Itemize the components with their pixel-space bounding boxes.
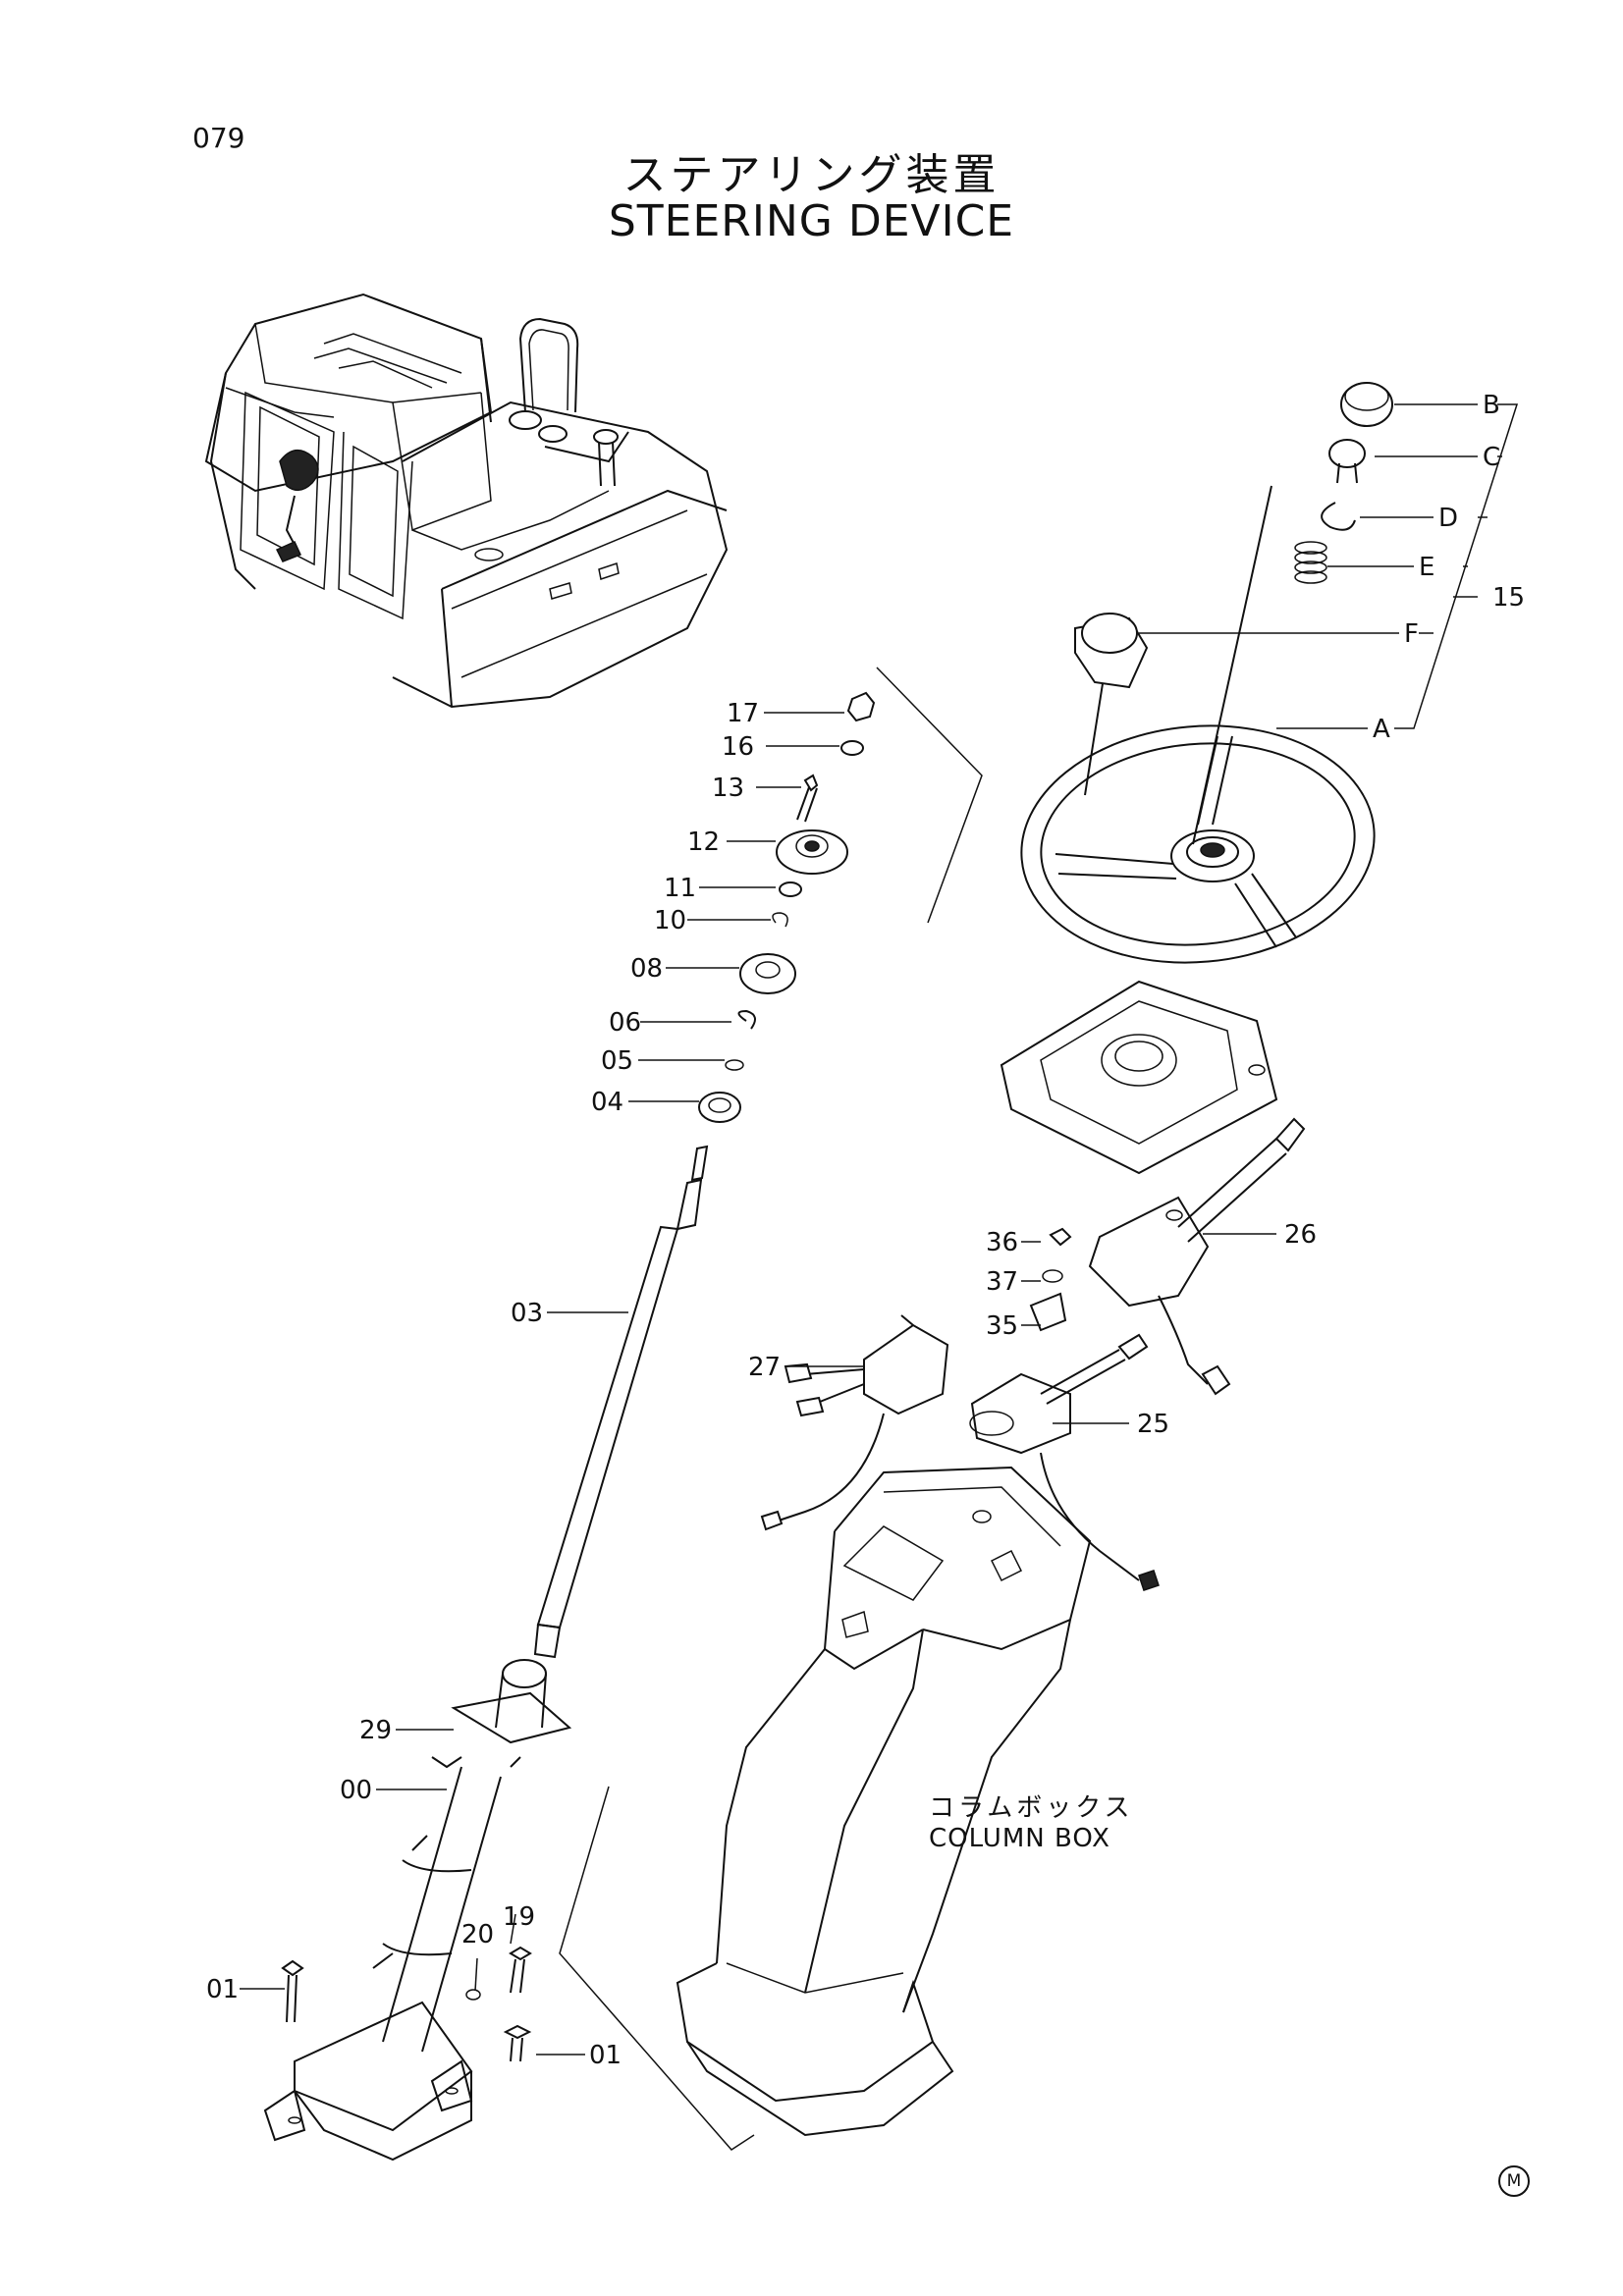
column-box-label: COLUMN BOX: [929, 1824, 1110, 1853]
callout-A: A: [1373, 715, 1390, 744]
callout-16: 16: [722, 732, 755, 762]
column-box-label-japanese: コラムボックス: [929, 1793, 1134, 1823]
callout-25: 25: [1137, 1410, 1170, 1439]
callout-15: 15: [1492, 583, 1526, 613]
steering-column-drawing: [263, 1659, 755, 2162]
page-title: STEERING DEVICE: [608, 196, 1015, 246]
callout-01-left: 01: [206, 1975, 240, 2004]
callout-20: 20: [461, 1920, 495, 1949]
callout-29: 29: [359, 1716, 393, 1745]
switch-assembly-drawing: [760, 980, 1306, 1591]
callout-27: 27: [748, 1353, 782, 1382]
callout-04: 04: [591, 1088, 624, 1117]
leader-lines: [240, 712, 1276, 2056]
page-number: 079: [192, 122, 245, 154]
callout-D: D: [1438, 504, 1459, 533]
callout-12: 12: [687, 828, 721, 857]
callout-E: E: [1419, 553, 1435, 582]
excavator-overview-drawing: [204, 293, 729, 709]
callout-10: 10: [654, 906, 687, 935]
callout-06: 06: [609, 1008, 642, 1038]
callout-00: 00: [340, 1776, 373, 1805]
callout-01-right: 01: [589, 2041, 622, 2070]
callout-05: 05: [601, 1046, 634, 1076]
column-box-drawing: [676, 1466, 1092, 2137]
shaft-parts-drawing: [533, 667, 983, 1659]
callout-F: F: [1404, 619, 1419, 649]
callout-08: 08: [630, 954, 664, 984]
steering-wheel-assembly: [1020, 382, 1519, 964]
circled-m-mark: M: [1498, 2165, 1530, 2197]
callout-03: 03: [511, 1299, 544, 1328]
callout-36: 36: [986, 1228, 1019, 1257]
callout-35: 35: [986, 1311, 1019, 1341]
callout-13: 13: [712, 774, 745, 803]
callout-C: C: [1483, 443, 1501, 472]
callout-19: 19: [503, 1902, 536, 1932]
callout-B: B: [1483, 391, 1500, 420]
page-title-japanese: ステアリング装置: [622, 150, 1001, 200]
callout-37: 37: [986, 1267, 1019, 1297]
callout-26: 26: [1284, 1220, 1318, 1250]
callout-17: 17: [727, 699, 760, 728]
callout-11: 11: [664, 874, 697, 903]
